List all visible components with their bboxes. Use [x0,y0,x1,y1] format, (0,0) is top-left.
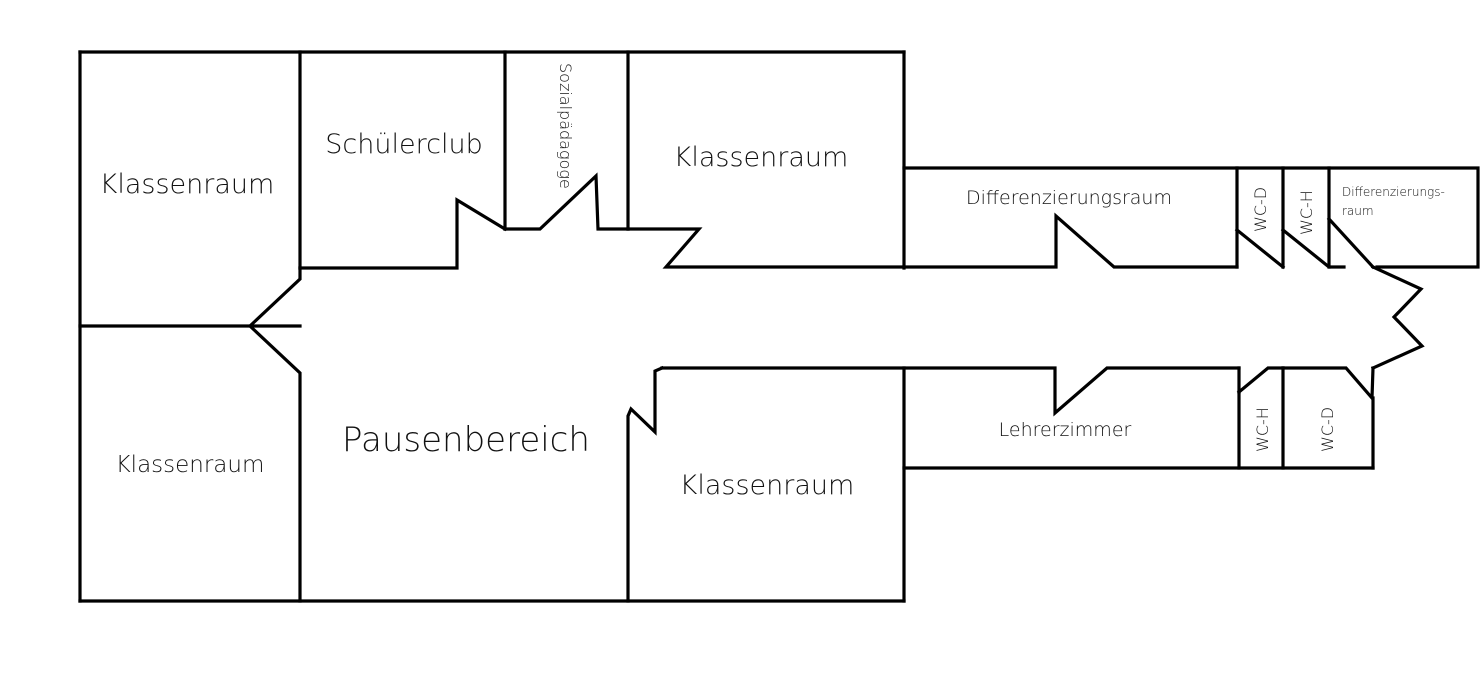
label-klassenraum-top-left: Klassenraum [100,169,275,200]
label-klassenraum-bottom-left: Klassenraum [116,452,265,478]
label-wc-h-bottom: WC-H [1253,407,1272,452]
wall-entrance-arrow [247,266,302,603]
wall-wcd-top-door [1234,227,1286,270]
label-wc-h-top: WC-H [1297,190,1316,235]
label-wc-d-bottom: WC-D [1318,407,1337,452]
wall-klassenraum-top-door [626,227,906,269]
wall-wing-bottom-upper [660,366,1241,417]
label-differenzierungsraum-large: Differenzierungsraum [966,187,1172,209]
label-schuelerclub: Schülerclub [325,129,482,160]
label-differenzierungsraum-small-2: raum [1342,204,1374,218]
wall-wch-bottom-door [1236,366,1285,395]
wall-schuelerclub-bottom [298,197,508,270]
label-sozialpaedagoge: Sozialpädagoge [556,63,575,189]
label-pausenbereich: Pausenbereich [342,420,590,460]
wall-wing-top [902,166,1480,269]
wall-diff-small-door [1326,216,1376,270]
wall-corridor-end-zigzag [1370,264,1425,371]
label-differenzierungsraum-small-1: Differenzierungs- [1342,185,1445,199]
wall-diff-large-bottom [902,212,1239,269]
label-klassenraum-top-center: Klassenraum [674,142,849,173]
label-wc-d-top: WC-D [1251,187,1270,232]
wall-wcd-bottom-top [1281,366,1375,403]
wall-klassenraum-bottom-door [626,365,665,603]
walls [78,50,1480,603]
room-labels: Klassenraum Klassenraum Schülerclub Sozi… [100,63,1445,501]
wall-sozial-bottom [503,172,630,231]
label-klassenraum-bottom-center: Klassenraum [680,470,855,501]
label-lehrerzimmer: Lehrerzimmer [999,419,1132,441]
